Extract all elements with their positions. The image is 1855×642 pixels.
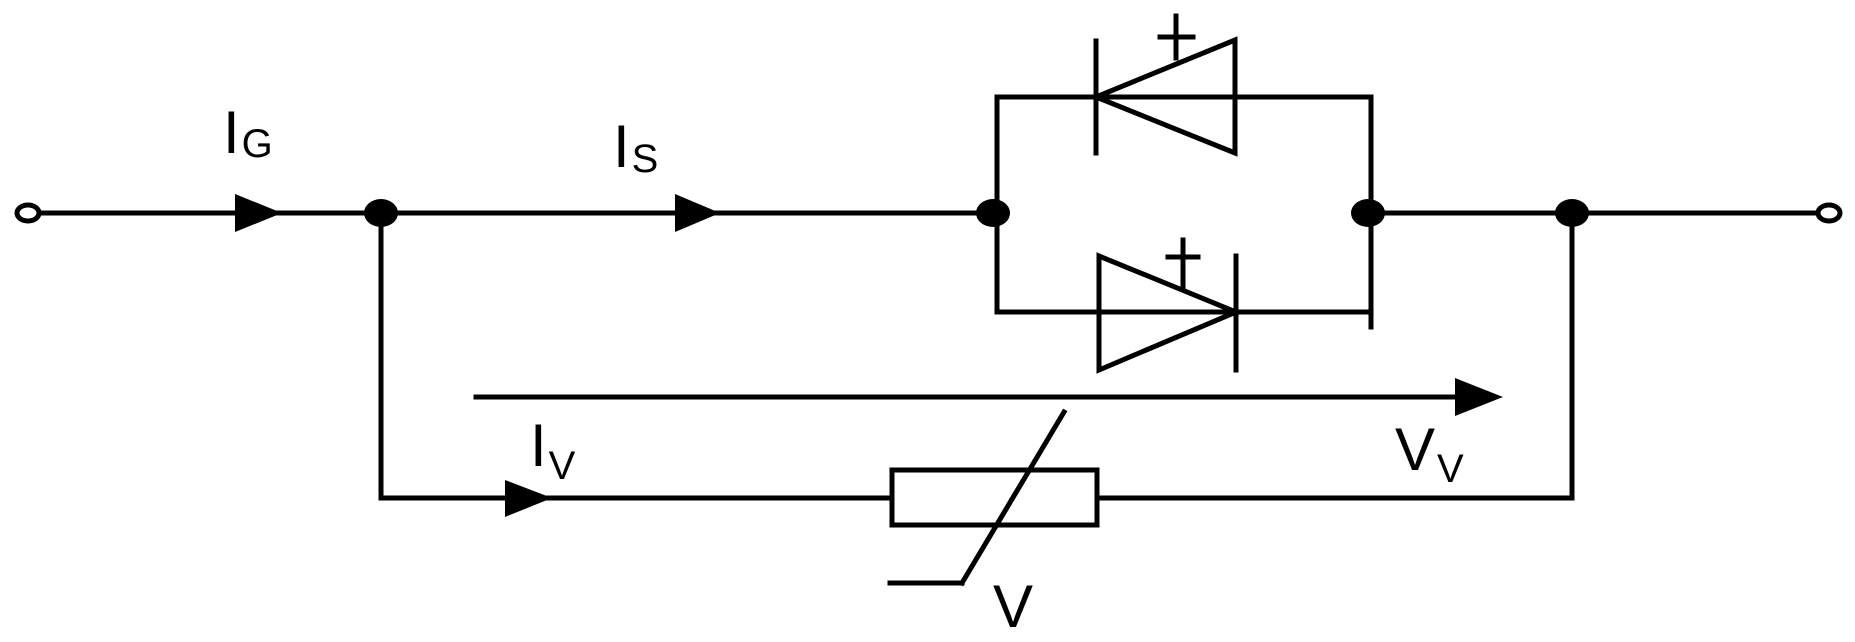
- current-arrow-ig: [235, 194, 282, 232]
- voltage-arrow-head: [1455, 378, 1503, 416]
- label-is-sub: S: [632, 137, 659, 181]
- label-vv-sub: V: [1437, 447, 1464, 491]
- junction-dot-bank-right: [1351, 199, 1385, 227]
- terminal-left: [14, 202, 42, 224]
- varistor-diagonal: [958, 408, 1068, 587]
- label-ig: IG: [223, 99, 273, 166]
- label-is-main: I: [613, 113, 630, 180]
- varistor-branch-left-wire: [378, 210, 892, 501]
- label-vv: VV: [1395, 416, 1464, 491]
- label-ig-main: I: [223, 99, 240, 166]
- junction-dot-left: [364, 199, 398, 227]
- junction-dot-right: [1555, 199, 1589, 227]
- bank-left-rail: [994, 94, 1096, 315]
- terminal-right: [1815, 202, 1843, 224]
- varistor-body: [889, 467, 1100, 528]
- current-arrow-is: [675, 194, 720, 232]
- label-iv-sub: V: [549, 444, 576, 488]
- label-ig-sub: G: [242, 122, 273, 166]
- thyristor-top: [1089, 13, 1240, 157]
- thyristor-bottom: [1090, 237, 1243, 374]
- label-vv-main: V: [1395, 416, 1435, 483]
- current-arrow-iv: [505, 480, 552, 517]
- label-iv: IV: [530, 412, 576, 488]
- label-is: IS: [613, 113, 658, 181]
- label-varistor-v: V: [993, 573, 1033, 640]
- varistor-branch-right-wire: [1095, 210, 1575, 501]
- junction-dot-bank-left: [976, 199, 1010, 227]
- label-iv-main: I: [530, 412, 547, 479]
